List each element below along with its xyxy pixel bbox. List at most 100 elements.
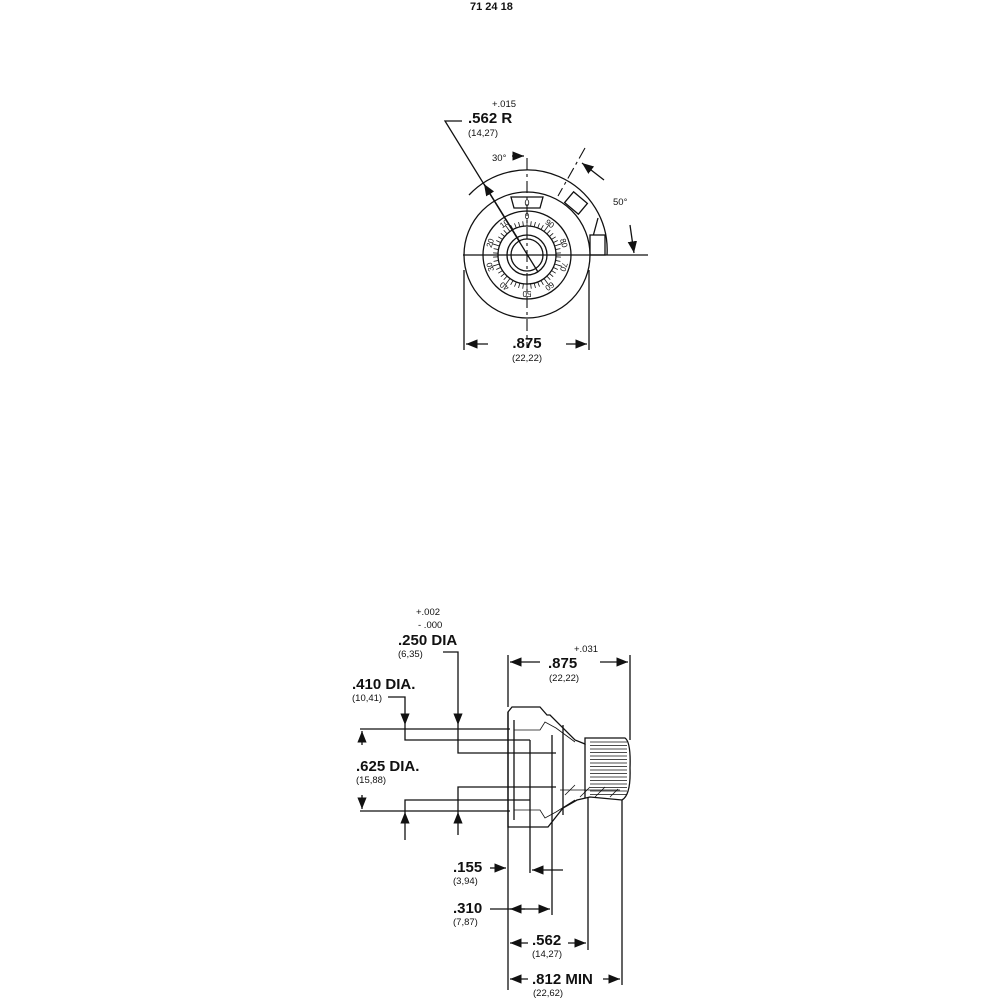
dial-number: 80 <box>558 237 569 249</box>
dim-562: .562 (14,27) <box>510 798 589 960</box>
angle-30-label: 30° <box>492 153 507 164</box>
dial-tick <box>504 224 511 232</box>
dim-155-value: .155 <box>453 859 482 876</box>
dial-tick <box>537 223 540 229</box>
dim-812-metric: (22,62) <box>533 988 563 999</box>
dia-410-metric: (10,41) <box>352 693 382 704</box>
shaft-tol-plus: +.002 <box>416 607 440 618</box>
counter-window <box>510 196 544 209</box>
dial-tick <box>498 236 503 240</box>
dial-tick <box>551 270 556 274</box>
shaft-dia-value: .250 DIA <box>398 632 457 649</box>
width-dimension: .875 (22,22) <box>463 270 590 364</box>
dial-tick <box>518 282 521 289</box>
dim-562-metric: (14,27) <box>532 949 562 960</box>
dial-tick <box>553 266 558 270</box>
dial-tick <box>554 263 563 267</box>
dial-tick <box>510 225 514 230</box>
dial-tick <box>549 273 554 277</box>
dial-tick <box>554 243 563 247</box>
shaft-dia-dimension: +.002 - .000 .250 DIA (6,35) <box>398 607 556 835</box>
length-875-dimension: +.031 .875 (22,22) <box>507 644 631 740</box>
dia-625-value: .625 DIA. <box>356 758 419 775</box>
dial-number: 20 <box>485 237 496 249</box>
dial-tick <box>543 278 550 286</box>
dial-tick <box>555 248 561 250</box>
part-number: 71 24 18 <box>470 1 513 13</box>
angle-reference-line <box>557 147 586 197</box>
dial-tick <box>533 221 536 228</box>
stop-tab <box>589 234 606 256</box>
dim-812: .812 MIN (22,62) <box>510 800 623 999</box>
dial-tick <box>518 221 521 228</box>
width-metric: (22,22) <box>512 353 542 364</box>
dia-625-metric: (15,88) <box>356 775 386 786</box>
width-value: .875 <box>512 335 541 352</box>
angle-50-label: 50° <box>613 197 628 208</box>
dial-tick <box>500 273 505 277</box>
dial-tick <box>493 260 499 262</box>
radius-value: .562 R <box>468 110 512 127</box>
dial-tick <box>533 282 536 289</box>
length-875-value: .875 <box>548 655 577 672</box>
dial-tick <box>540 225 544 230</box>
dial-tick <box>493 248 499 250</box>
radius-tolerance: +.015 <box>492 99 516 110</box>
dial-tick <box>514 223 517 229</box>
dial-number: 70 <box>558 261 569 273</box>
dim-310: .310 (7,87) <box>453 806 553 990</box>
dial-tick <box>491 243 500 247</box>
radius-metric: (14,27) <box>468 128 498 139</box>
dia-625-dimension: .625 DIA. (15,88) <box>356 728 510 812</box>
dial-number: 30 <box>485 261 496 273</box>
dial-tick <box>546 229 551 235</box>
dial-tick <box>537 281 540 287</box>
dial-tick <box>510 280 514 285</box>
pointer-tab <box>563 190 589 216</box>
dial-tick <box>555 260 561 262</box>
dim-310-metric: (7,87) <box>453 917 478 928</box>
dial-tick <box>543 224 550 232</box>
dial-tick <box>500 233 505 237</box>
shaft-tol-minus: - .000 <box>418 620 442 631</box>
dial-tick <box>546 275 551 281</box>
dial-tick <box>496 240 501 244</box>
side-view-knob <box>507 706 631 828</box>
angle-30-dimension: 30° <box>492 151 524 164</box>
rotation-arc <box>468 169 608 256</box>
dial-number: 0 <box>525 212 530 221</box>
dial-tick <box>491 263 500 267</box>
dim-562-value: .562 <box>532 932 561 949</box>
dial-tick <box>540 280 544 285</box>
radius-dimension: +.015 .562 R (14,27) <box>443 99 539 273</box>
dia-410-value: .410 DIA. <box>352 676 415 693</box>
dim-155-metric: (3,94) <box>453 876 478 887</box>
dial-tick <box>530 283 532 289</box>
length-875-metric: (22,22) <box>549 673 579 684</box>
dial-tick <box>503 229 508 235</box>
dial-tick <box>504 278 511 286</box>
dim-812-value: .812 MIN <box>532 971 593 988</box>
dial-tick <box>551 236 556 240</box>
dial-tick <box>522 221 524 227</box>
angle-50-dimension: 50° <box>581 162 637 254</box>
dial-tick <box>530 221 532 227</box>
shaft-dia-metric: (6,35) <box>398 649 423 660</box>
knurled-grip <box>590 741 627 795</box>
dia-410-dimension: .410 DIA. (10,41) <box>352 676 530 840</box>
length-875-tolerance: +.031 <box>574 644 598 655</box>
dial-tick <box>514 281 517 287</box>
dial-ticks <box>491 218 563 292</box>
window-digit: 0 <box>524 198 529 208</box>
dial-tick <box>498 270 503 274</box>
dial-number: 50 <box>522 289 531 298</box>
dial-tick <box>522 283 524 289</box>
dial-tick <box>549 233 554 237</box>
dial-tick <box>503 275 508 281</box>
dim-155: .155 (3,94) <box>453 740 563 887</box>
dial-tick <box>553 240 558 244</box>
knob-outline <box>507 706 631 828</box>
dial-tick <box>496 266 501 270</box>
